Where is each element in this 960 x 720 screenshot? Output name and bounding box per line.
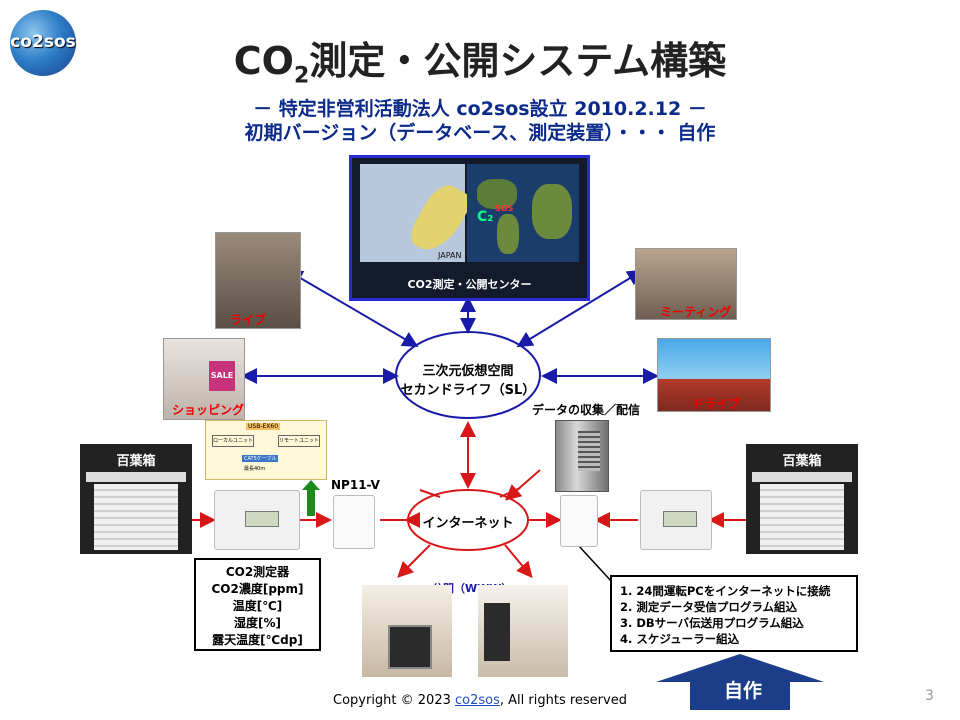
live-caption: ライブ (230, 313, 267, 327)
world-map: C₂ SOS (467, 164, 579, 262)
hyakuyobako-left: 百葉箱 (80, 444, 192, 554)
server-icon (555, 420, 609, 492)
sensor-line: 温度[℃] (232, 599, 283, 613)
title-rest: 測定・公開システム構築 (309, 39, 727, 83)
green-up-arrow (302, 480, 320, 516)
center-caption: CO2測定・公開センター (407, 278, 532, 291)
second-life-label: 三次元仮想空間 セカンドライフ（SL） (396, 360, 540, 398)
step-line: 2. 測定データ受信プログラム組込 (620, 600, 798, 614)
data-collection-label: データの収集／配信 (532, 403, 641, 417)
web-user-photo-right (478, 585, 568, 677)
hyakuyobako-left-label: 百葉箱 (116, 454, 156, 469)
web-user-photo-left (362, 585, 452, 677)
co2-meter-left (214, 490, 300, 550)
sensor-spec-box: CO2測定器 CO2濃度[ppm] 温度[℃] 湿度[%] 露天温度[℃dp] (194, 558, 321, 651)
sensor-line: CO2濃度[ppm] (211, 582, 304, 596)
internet-label: インターネット (422, 516, 514, 531)
drive-caption: ドライブ (692, 397, 741, 411)
second-life-line1: 三次元仮想空間 (422, 364, 514, 379)
shopping-caption: ショッピング (172, 403, 245, 417)
subtitle-line2: 初期バージョン（データベース、測定装置）・・・ 自作 (244, 122, 716, 144)
center-image: JAPAN C₂ SOS CO2測定・公開センター (349, 155, 590, 301)
co2sos-link[interactable]: co2sos (455, 693, 500, 708)
usb-diagram: USB-EX60 ローカルユニット リモートユニット CAT5ケーブル 最長40… (205, 420, 327, 480)
co2sos-logo: co2sos (10, 10, 76, 76)
title-subscript: 2 (294, 63, 310, 89)
live-photo: ライブ (215, 232, 301, 329)
map-label-sos: SOS (495, 204, 514, 213)
jisaku-arrow (656, 654, 824, 710)
jisaku-label: 自作 (723, 680, 762, 702)
hyakuyobako-right-label: 百葉箱 (782, 454, 822, 469)
step-line: 1. 24間運転PCをインターネットに接続 (620, 584, 831, 598)
copyright-prefix: Copyright © 2023 (333, 693, 456, 708)
sensor-line: 湿度[%] (234, 616, 281, 630)
meeting-photo: ミーティング (635, 248, 737, 320)
map-label-japan: JAPAN (438, 251, 462, 260)
sensor-line: 露天温度[℃dp] (212, 633, 303, 647)
shopping-photo: SALE ショッピング (163, 338, 245, 420)
router-label: NP11-V (331, 478, 380, 492)
title-co: CO (233, 39, 294, 83)
meeting-caption: ミーティング (660, 305, 732, 319)
usb-max: 最長40m (244, 466, 266, 472)
usb-tag: USB-EX60 (246, 423, 281, 430)
second-life-line2: セカンドライフ（SL） (400, 383, 536, 398)
copyright: Copyright © 2023 co2sos, All rights rese… (0, 693, 960, 708)
japan-map: JAPAN (360, 164, 475, 262)
drive-photo: ドライブ (657, 338, 771, 412)
steps-box: 1. 24間運転PCをインターネットに接続 2. 測定データ受信プログラム組込 … (610, 575, 858, 652)
hyakuyobako-right: 百葉箱 (746, 444, 858, 554)
page-number: 3 (925, 688, 934, 704)
router-left (333, 495, 375, 549)
page-title: CO2測定・公開システム構築 (0, 30, 960, 89)
step-line: 4. スケジューラー組込 (620, 632, 740, 646)
usb-cable: CAT5ケーブル (242, 455, 279, 462)
co2-meter-right (640, 490, 712, 550)
logo-text: co2sos (10, 32, 76, 52)
map-label-c2: C₂ (477, 209, 494, 225)
subtitle-line1: － 特定非営利活動法人 co2sos設立 2010.2.12 － (253, 98, 707, 120)
step-line: 3. DBサーバ伝送用プログラム組込 (620, 616, 804, 630)
sensor-line: CO2測定器 (225, 565, 290, 579)
copyright-suffix: , All rights reserved (499, 693, 627, 708)
router-right (560, 495, 598, 547)
sale-sign: SALE (209, 361, 235, 391)
usb-right-unit: リモートユニット (278, 435, 320, 447)
usb-left-unit: ローカルユニット (212, 435, 254, 447)
